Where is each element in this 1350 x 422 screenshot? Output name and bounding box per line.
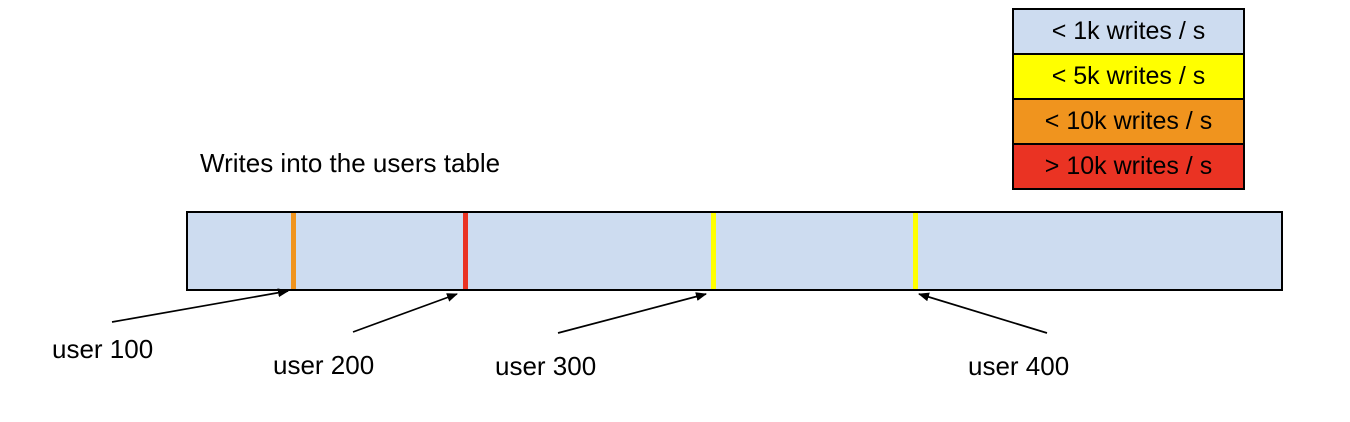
user-label-400: user 400 xyxy=(968,351,1070,381)
pointer-arrow xyxy=(918,292,1048,334)
user-label-200: user 200 xyxy=(273,350,375,380)
legend-item-label: < 1k writes / s xyxy=(1051,17,1206,45)
users-table-bar xyxy=(186,211,1283,291)
legend-item-label: < 10k writes / s xyxy=(1044,107,1213,135)
legend-item-lt-5k: < 5k writes / s xyxy=(1012,53,1245,100)
legend-item-lt-1k: < 1k writes / s xyxy=(1012,8,1245,55)
user-label-300: user 300 xyxy=(495,351,597,381)
pointer-arrow xyxy=(557,292,707,334)
pointer-arrow xyxy=(111,288,289,323)
pointer-arrow xyxy=(352,293,458,333)
legend-item-label: < 5k writes / s xyxy=(1051,62,1206,90)
write-rate-marker-user-200 xyxy=(463,213,468,289)
write-rate-marker-user-100 xyxy=(291,213,296,289)
user-label-100: user 100 xyxy=(52,334,154,364)
write-rate-marker-user-400 xyxy=(913,213,918,289)
write-rate-marker-user-300 xyxy=(711,213,716,289)
diagram-title: Writes into the users table xyxy=(200,148,501,178)
legend-item-label: > 10k writes / s xyxy=(1044,152,1213,180)
legend-item-gt-10k: > 10k writes / s xyxy=(1012,143,1245,190)
legend-item-lt-10k: < 10k writes / s xyxy=(1012,98,1245,145)
legend: < 1k writes / s < 5k writes / s < 10k wr… xyxy=(1012,8,1245,190)
